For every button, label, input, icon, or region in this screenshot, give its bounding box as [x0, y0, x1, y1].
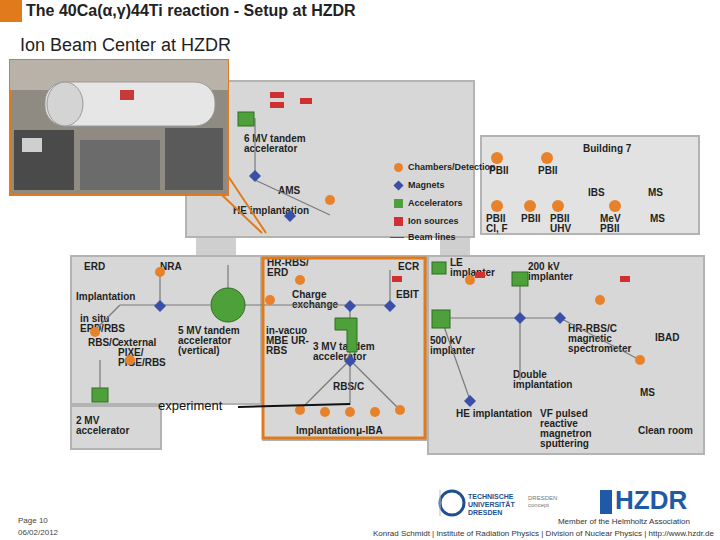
- room-label: MS: [650, 214, 665, 224]
- room-label: MeV PBII: [600, 214, 632, 234]
- room-label: 200 kV implanter: [528, 262, 584, 282]
- room-label: 2 MV accelerator: [76, 416, 136, 436]
- floorplan-room: 2 MV accelerator: [70, 405, 162, 450]
- slide-label: Ion Beam Center at HZDR: [20, 36, 231, 55]
- room-label: IBAD: [655, 333, 679, 343]
- slide-label: Page 10: [18, 516, 48, 525]
- room-label: PBII CI, F: [486, 214, 516, 234]
- slide-label: TECHNISCHE UNIVERSITÄT DRESDEN: [468, 493, 520, 517]
- callout-label: experiment: [158, 399, 222, 413]
- legend-text: Ion sources: [408, 216, 459, 226]
- floorplan-room: 6 MV tandem acceleratorAMS HE implantatio…: [185, 80, 475, 238]
- legend-swatch: [390, 237, 404, 238]
- room-label: PBII UHV: [550, 214, 580, 234]
- title-marker: [0, 0, 22, 22]
- room-label: AMS: [278, 186, 300, 196]
- floorplan-room: Building 7PBIIPBIIIBSMSPBII CI, FPBIIPBI…: [480, 135, 700, 235]
- room-label: PBII: [538, 166, 557, 176]
- legend-swatch: [394, 163, 403, 172]
- room-label: ECR: [398, 262, 419, 272]
- room-label: Implantation: [76, 292, 135, 302]
- slide-label: HZDR: [615, 487, 687, 514]
- legend-text: Beam lines: [408, 232, 456, 242]
- floorplan-room: HR-RBS/ ERD Charge exchange ECR EBIT in-vacu…: [262, 255, 427, 441]
- room-label: MS: [648, 188, 663, 198]
- room-label: 3 MV tandem accelerator: [313, 342, 379, 362]
- room-label: MS: [640, 388, 655, 398]
- room-label: 500 kV implanter: [430, 336, 482, 356]
- corridor: [196, 236, 236, 256]
- slide-label: DRESDEN concept: [528, 495, 568, 509]
- slide-label: Konrad Schmidt | Institute of Radiation …: [373, 529, 714, 538]
- room-label: in-vacuo MBE UR-RBS: [266, 326, 312, 356]
- room-label: Charge exchange: [292, 290, 336, 310]
- room-label: Double implantation: [513, 370, 567, 390]
- room-label: EBIT: [396, 290, 419, 300]
- legend-text: Chambers/Detection: [408, 162, 496, 172]
- room-label: HE implantation: [233, 206, 309, 216]
- room-label: LE implanter: [450, 258, 498, 278]
- room-label: Clean room: [638, 426, 693, 436]
- room-label: 5 MV tandem accelerator (vertical): [178, 326, 248, 356]
- room-label: RBS/C: [333, 382, 364, 392]
- room-label: HR-RBS/C magnetic spectrometer: [568, 324, 632, 354]
- room-label: HE implantation: [456, 409, 532, 419]
- room-label: Building 7: [583, 144, 631, 154]
- legend-swatch: [394, 199, 403, 208]
- slide-label: Member of the Helmholtz Association: [558, 517, 690, 526]
- room-label: NRA: [160, 262, 182, 272]
- room-label: PBII: [521, 214, 540, 224]
- slide-title: The 40Ca(α,γ)44Ti reaction - Setup at HZ…: [26, 2, 356, 20]
- room-label: ERD: [84, 262, 105, 272]
- room-label: external PIXE/ PIGE/RBS: [118, 338, 170, 368]
- slide-label: 06/02/2012: [18, 528, 58, 537]
- legend-swatch: [394, 217, 403, 226]
- floorplan-room: ERD NRA Implantation in situ ERD/RBS RBS/Cex…: [70, 255, 262, 405]
- room-label: HR-RBS/ ERD: [267, 258, 309, 278]
- floorplan-room: LE implanter 200 kV implanter 500 kV impla…: [427, 255, 705, 455]
- room-label: IBS: [588, 188, 605, 198]
- legend-text: Magnets: [408, 180, 445, 190]
- legend-text: Accelerators: [408, 198, 463, 208]
- room-label: Implantation: [296, 426, 355, 436]
- room-label: 6 MV tandem accelerator: [244, 134, 306, 154]
- room-label: VF pulsed reactive magnetron sputtering: [540, 409, 612, 449]
- room-label: in situ ERD/RBS: [80, 314, 130, 334]
- logos: [440, 490, 612, 516]
- room-label: RBS/C: [88, 338, 119, 348]
- room-label: μ-IBA: [356, 426, 383, 436]
